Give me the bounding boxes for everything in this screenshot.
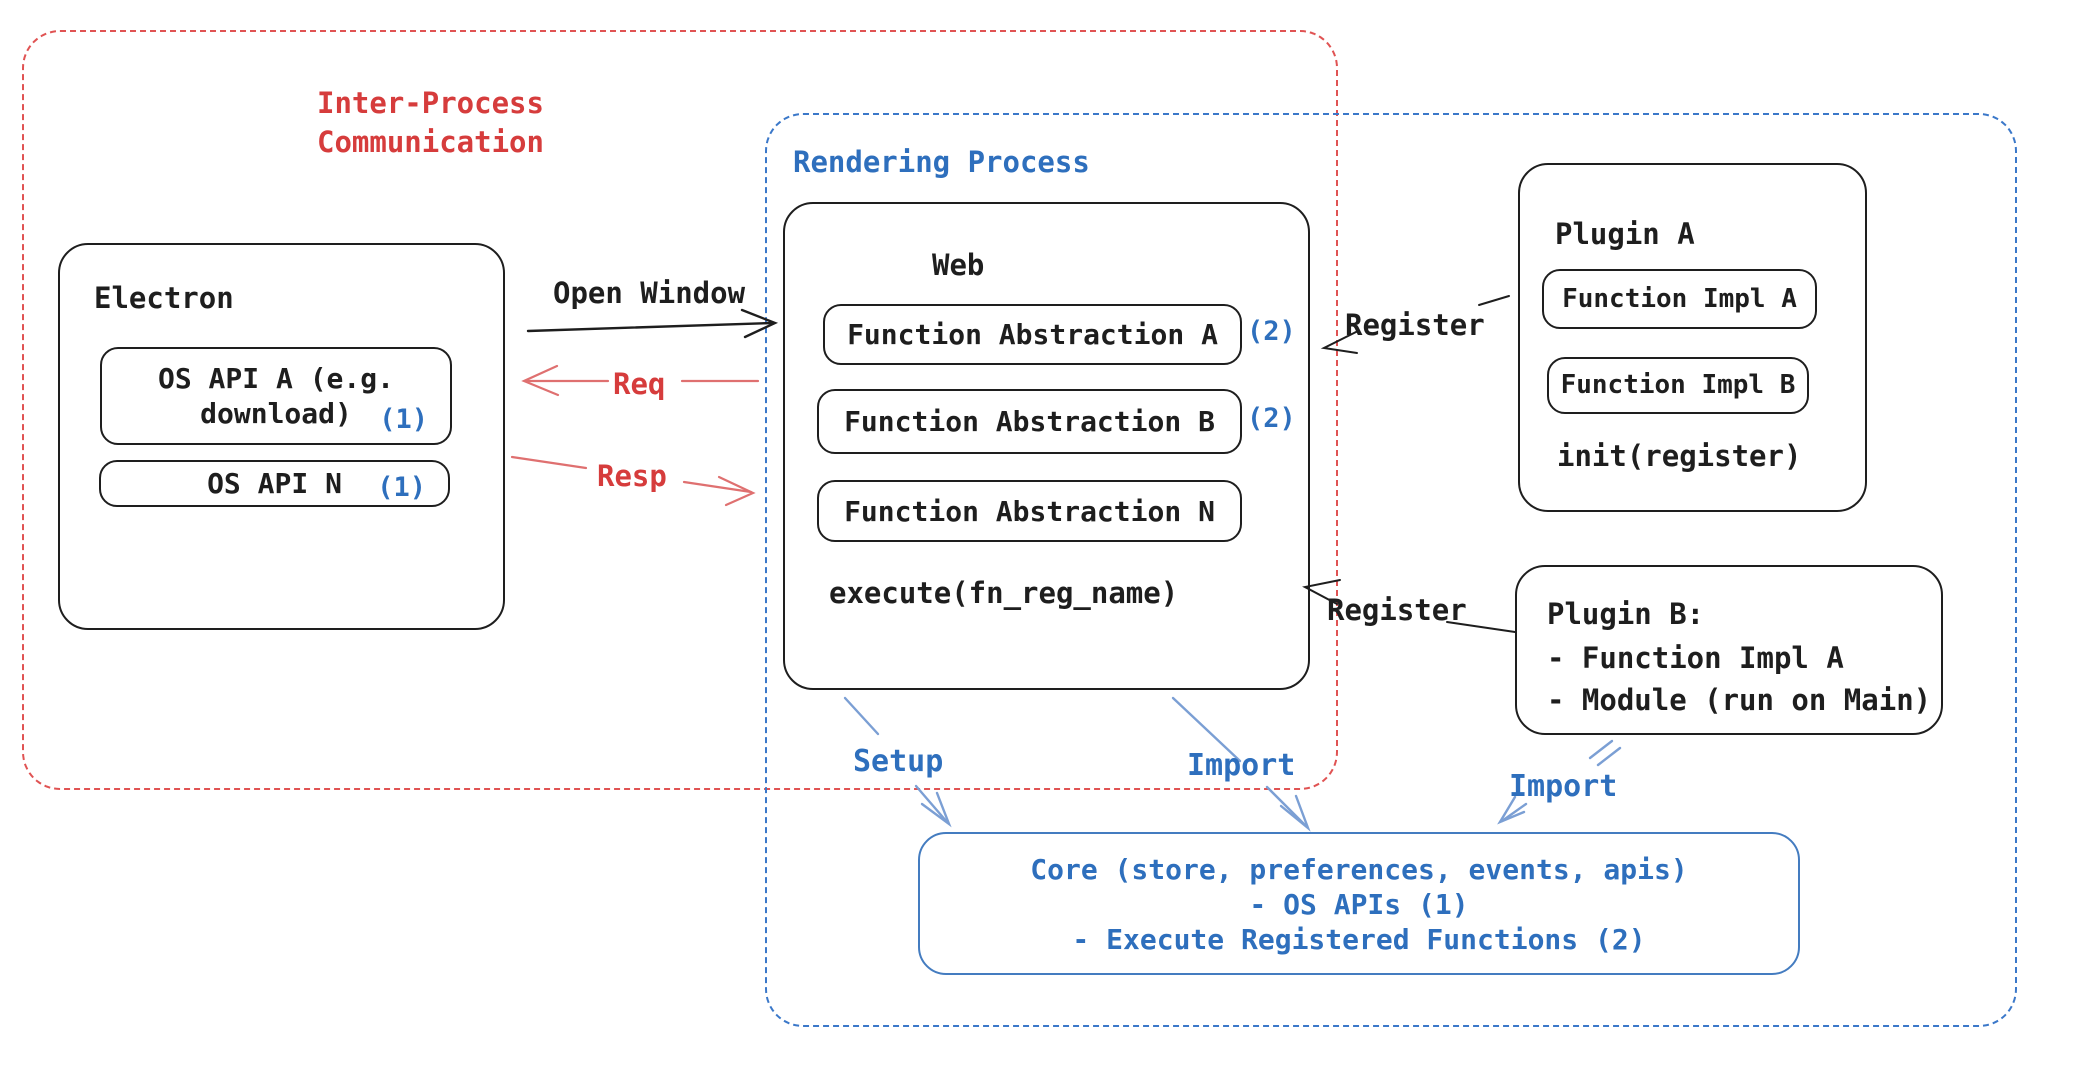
import-plugin-label: Import [1509, 769, 1618, 804]
rendering-process-region-box [765, 113, 2017, 1027]
os-api-n-badge: (1) [377, 472, 426, 503]
function-abstraction-b-label: Function Abstraction B [844, 405, 1215, 438]
function-abstraction-n-box: Function Abstraction N [817, 480, 1242, 542]
plugin-b-item1: - Function Impl A [1547, 641, 1844, 675]
os-api-a-box: OS API A (e.g. download) (1) [100, 347, 452, 445]
execute-label: execute(fn_reg_name) [829, 576, 1179, 610]
ipc-label-line2: Communication [317, 125, 544, 159]
os-api-a-line2: download) [200, 397, 352, 430]
os-api-a-badge: (1) [379, 404, 428, 435]
plugin-b-item2: - Module (run on Main) [1547, 683, 1932, 717]
init-register-label: init(register) [1557, 439, 1802, 473]
function-abstraction-a-badge: (2) [1247, 316, 1296, 347]
register-a-label: Register [1345, 308, 1485, 342]
function-abstraction-a-label: Function Abstraction A [847, 318, 1218, 351]
function-abstraction-b-badge: (2) [1247, 403, 1296, 434]
plugin-a-title: Plugin A [1555, 217, 1695, 251]
setup-label: Setup [853, 744, 944, 779]
ipc-label-line1: Inter-Process [317, 86, 544, 120]
ipc-region-box [22, 30, 1338, 790]
ipc-region-label: Inter-Process Communication [317, 84, 544, 162]
function-impl-b-label: Function Impl B [1560, 370, 1796, 400]
open-window-label: Open Window [553, 276, 746, 310]
os-api-n-box: OS API N (1) [99, 460, 450, 507]
web-box: Web Function Abstraction A (2) Function … [783, 202, 1310, 690]
req-label: Req [613, 367, 666, 401]
electron-box: Electron OS API A (e.g. download) (1) OS… [58, 243, 505, 630]
core-line3: - Execute Registered Functions (2) [1072, 923, 1646, 956]
core-box: Core (store, preferences, events, apis) … [918, 832, 1800, 975]
function-impl-b-box: Function Impl B [1547, 357, 1809, 414]
function-abstraction-a-box: Function Abstraction A [823, 304, 1242, 365]
function-impl-a-box: Function Impl A [1542, 269, 1817, 329]
function-impl-a-label: Function Impl A [1562, 283, 1797, 314]
rendering-process-label: Rendering Process [793, 145, 1090, 179]
plugin-b-title: Plugin B: [1547, 597, 1705, 631]
web-title: Web [932, 248, 985, 282]
function-abstraction-b-box: Function Abstraction B [817, 389, 1242, 454]
plugin-b-box: Plugin B: - Function Impl A - Module (ru… [1515, 565, 1943, 735]
core-line2: - OS APIs (1) [1249, 888, 1469, 921]
resp-label: Resp [597, 459, 667, 493]
plugin-a-box: Plugin A Function Impl A Function Impl B… [1518, 163, 1867, 512]
os-api-a-line1: OS API A (e.g. [157, 362, 394, 395]
os-api-n-label: OS API N [207, 467, 342, 500]
function-abstraction-n-label: Function Abstraction N [844, 494, 1215, 528]
register-b-label: Register [1327, 593, 1467, 627]
import-web-label: Import [1187, 748, 1296, 783]
core-line1: Core (store, preferences, events, apis) [1030, 853, 1688, 886]
electron-title: Electron [94, 281, 234, 315]
